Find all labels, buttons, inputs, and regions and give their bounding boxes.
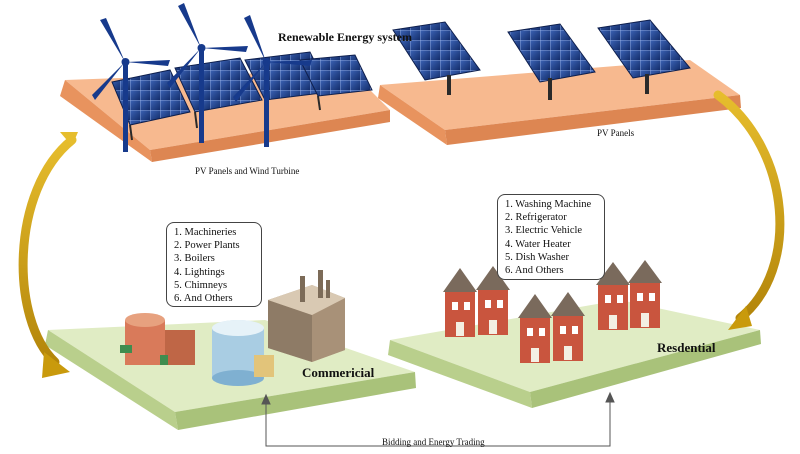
commercial-label: Commericial bbox=[302, 365, 375, 380]
list-item: 2. Power Plants bbox=[174, 240, 240, 252]
house-icon bbox=[628, 260, 662, 328]
factory-building-icon bbox=[268, 270, 345, 362]
flow-arrow-right bbox=[713, 90, 785, 323]
residential-label: Resdential bbox=[657, 340, 716, 355]
commercial-building-icon bbox=[120, 313, 195, 365]
house-icon bbox=[443, 268, 477, 337]
list-item: 4. Lightings bbox=[174, 266, 225, 278]
pv-panels-caption: PV Panels bbox=[597, 128, 635, 138]
list-item: 3. Boilers bbox=[174, 253, 215, 265]
wind-turbine-icon bbox=[167, 3, 248, 143]
list-item: 2. Refrigerator bbox=[505, 212, 567, 224]
flow-arrow-left bbox=[18, 135, 77, 367]
solar-panel-array-right bbox=[392, 19, 691, 100]
list-item: 6. And Others bbox=[505, 265, 564, 277]
pv-wind-caption: PV Panels and Wind Turbine bbox=[195, 166, 300, 176]
house-icon bbox=[476, 266, 510, 335]
house-icon bbox=[596, 262, 630, 330]
top-right-platform bbox=[378, 60, 741, 145]
list-item: 6. And Others bbox=[174, 293, 233, 305]
trading-connector bbox=[261, 391, 615, 447]
list-item: 1. Machineries bbox=[174, 227, 237, 238]
diagram-title: Renewable Energy system bbox=[278, 30, 412, 44]
list-item: 4. Water Heater bbox=[505, 238, 571, 250]
list-item: 1. Washing Machine bbox=[505, 199, 592, 210]
list-item: 5. Dish Washer bbox=[505, 251, 569, 263]
commercial-loads-list: 1. Machineries 2. Power Plants 3. Boiler… bbox=[166, 222, 262, 307]
flow-arrow-right-head bbox=[728, 306, 752, 330]
wind-turbine-icon bbox=[233, 15, 312, 147]
residential-loads-list: 1. Washing Machine 2. Refrigerator 3. El… bbox=[497, 194, 605, 280]
house-icon bbox=[551, 292, 585, 361]
wind-turbine-icon bbox=[92, 18, 170, 152]
list-item: 5. Chimneys bbox=[174, 279, 228, 291]
flow-arrow-left-head bbox=[42, 352, 70, 378]
flow-arrow-left-tail bbox=[60, 132, 78, 146]
office-tower-icon bbox=[212, 320, 274, 386]
house-icon bbox=[518, 294, 552, 363]
list-item: 3. Electric Vehicle bbox=[505, 225, 583, 237]
bidding-trading-caption: Bidding and Energy Trading bbox=[382, 437, 485, 447]
